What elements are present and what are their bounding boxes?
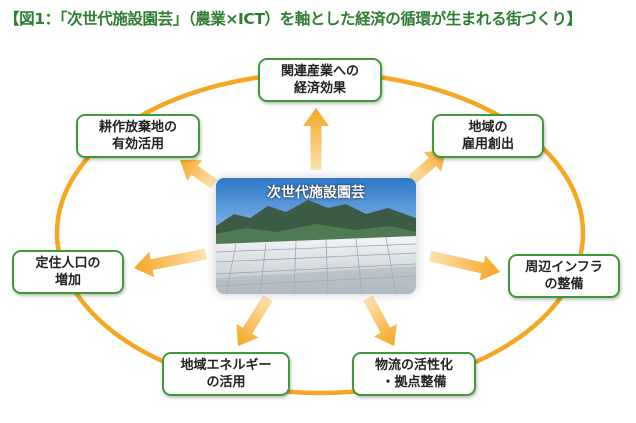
node-line: 物流の活性化 xyxy=(374,358,453,373)
node-related-industry: 関連産業への 経済効果 xyxy=(258,58,382,102)
node-population: 定住人口の 増加 xyxy=(12,250,124,294)
node-line: 雇用創出 xyxy=(461,137,514,152)
arrow-to-related-industry xyxy=(303,108,329,170)
node-regional-energy: 地域エネルギー の活用 xyxy=(162,352,290,396)
node-line: 経済効果 xyxy=(293,81,346,96)
node-logistics: 物流の活性化 ・拠点整備 xyxy=(352,352,476,396)
figure-title: 【図1：「次世代施設園芸」（農業×ICT）を軸とした経済の循環が生まれる街づくり… xyxy=(4,10,582,28)
node-farmland: 耕作放棄地の 有効活用 xyxy=(76,114,200,158)
greenhouse-photo xyxy=(216,178,416,294)
node-line: 関連産業への xyxy=(280,64,359,79)
arrow-to-population xyxy=(134,248,207,278)
node-line: 耕作放棄地の xyxy=(98,120,177,135)
node-regional-employment: 地域の 雇用創出 xyxy=(432,114,544,158)
node-line: ・拠点整備 xyxy=(381,375,447,390)
node-line: 定住人口の xyxy=(35,256,101,271)
node-line: 周辺インフラ xyxy=(525,260,603,275)
node-infrastructure: 周辺インフラ の整備 xyxy=(508,254,620,298)
center-label: 次世代施設園芸 xyxy=(267,185,365,201)
arrow-to-infrastructure xyxy=(428,250,500,281)
node-line: 増加 xyxy=(54,273,81,288)
node-line: 地域の xyxy=(468,120,508,135)
node-line: 有効活用 xyxy=(111,137,164,152)
arrow-group xyxy=(134,108,500,346)
node-line: の整備 xyxy=(544,277,584,292)
arrow-to-regional-energy xyxy=(236,295,273,346)
arrow-to-farmland xyxy=(180,159,218,189)
node-line: の活用 xyxy=(206,375,246,390)
center-image: 次世代施設園芸 xyxy=(216,178,416,294)
node-line: 地域エネルギー xyxy=(180,358,272,373)
arrow-to-logistics xyxy=(363,295,397,346)
arrow-to-regional-employment xyxy=(408,150,446,185)
